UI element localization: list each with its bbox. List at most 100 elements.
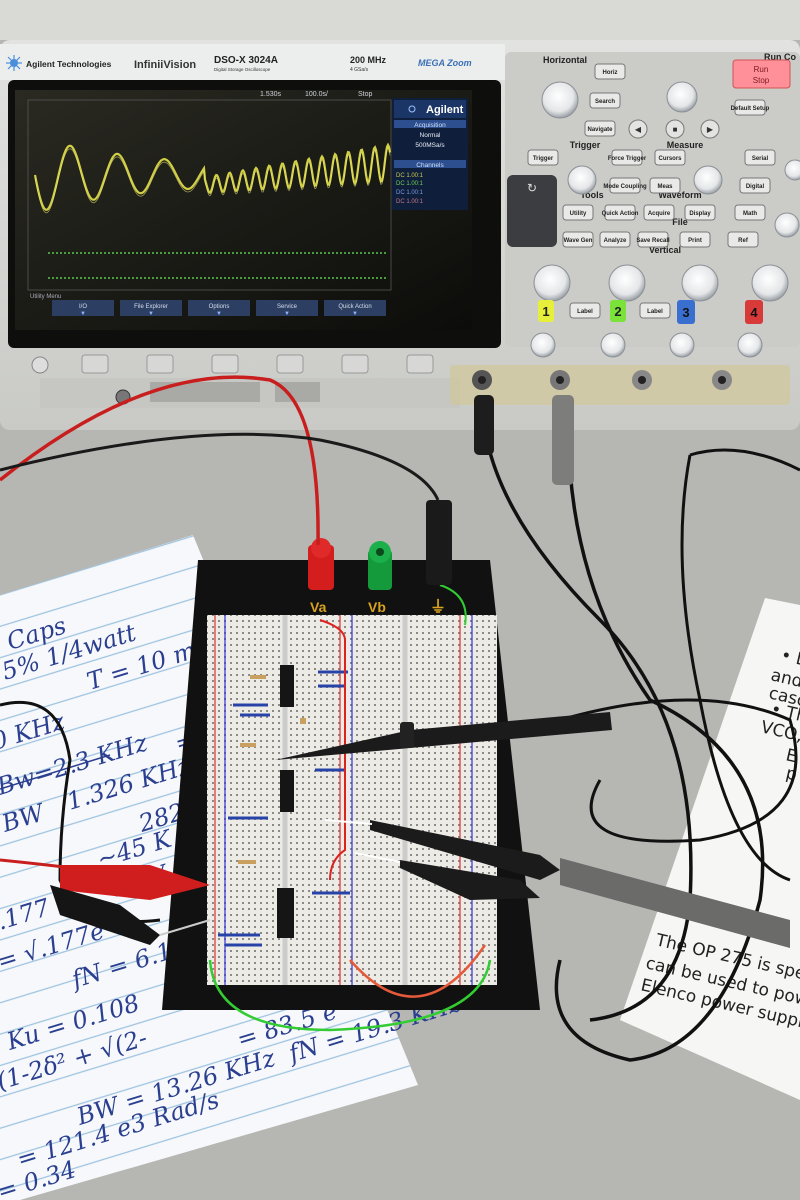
save-recall-button[interactable]: Save Recall xyxy=(636,231,670,248)
trigger-level-knob[interactable] xyxy=(567,165,597,195)
ch1-offset-knob[interactable] xyxy=(530,332,556,358)
default-setup-button[interactable]: Default Setup xyxy=(731,99,770,116)
softkey-button[interactable] xyxy=(276,354,304,374)
nav-stop-icon: ■ xyxy=(673,125,678,134)
softkey-button[interactable] xyxy=(81,354,109,374)
measure-section-label: Measure xyxy=(667,140,704,150)
analyze-button[interactable]: Analyze xyxy=(599,231,631,248)
usb-slot xyxy=(150,382,260,402)
vertical-knob[interactable] xyxy=(784,159,800,181)
label-button[interactable]: Label xyxy=(639,302,671,319)
mode-coupling-button[interactable]: Mode Coupling xyxy=(603,177,647,194)
back-button[interactable] xyxy=(31,356,49,374)
display-button[interactable]: Display xyxy=(684,204,716,221)
label-strip xyxy=(0,44,505,80)
nav-left-icon: ◀ xyxy=(635,125,642,134)
softkey-menu: I/O▼File Explorer▼Options▼Service▼Quick … xyxy=(52,300,386,317)
softkey-button[interactable] xyxy=(211,354,239,374)
trigger-btn-button[interactable]: Trigger xyxy=(527,149,559,166)
va-binding-post[interactable] xyxy=(308,538,334,590)
channels-header: Channels xyxy=(416,162,444,169)
channel1-waveform-glow xyxy=(34,147,391,214)
button-label: Utility xyxy=(570,211,587,217)
agilent-logo-icon xyxy=(6,55,22,71)
softkey-3[interactable]: Service▼ xyxy=(256,300,318,317)
run-stop-button[interactable]: Run Stop xyxy=(732,59,791,89)
softkey-4[interactable]: Quick Action▼ xyxy=(324,300,386,317)
ground-binding-post[interactable] xyxy=(426,500,452,585)
ch2-offset-knob[interactable] xyxy=(600,332,626,358)
nav-arrow-button[interactable]: ◀ xyxy=(628,119,648,139)
softkey-label: File Explorer xyxy=(134,304,168,310)
button-label: Display xyxy=(689,211,711,217)
channel1-bnc[interactable] xyxy=(472,370,492,390)
measure-knob[interactable] xyxy=(693,165,723,195)
softkey-button[interactable] xyxy=(146,354,174,374)
arrow-down-icon: ▼ xyxy=(216,311,222,317)
nav-arrow-button[interactable]: ■ xyxy=(665,119,685,139)
trigger-section-label: Trigger xyxy=(570,140,601,150)
force-trigger-button[interactable]: Force Trigger xyxy=(608,149,647,166)
wave-gen-button[interactable]: Wave Gen xyxy=(562,231,594,248)
breadboard-kit: Va Vb ⏚ xyxy=(162,500,540,1032)
probe1-cable xyxy=(483,429,693,1022)
button-label: Default Setup xyxy=(731,106,770,112)
button-label: Navigate xyxy=(587,127,613,133)
channel4-bnc[interactable] xyxy=(712,370,732,390)
run-control-label: Run Co xyxy=(764,52,796,62)
acquire-button[interactable]: Acquire xyxy=(643,204,675,221)
series-label: InfiniiVision xyxy=(134,59,196,71)
red-banana-lead xyxy=(0,375,320,546)
digital-button[interactable]: Digital xyxy=(739,177,771,194)
ref-button[interactable]: Ref xyxy=(727,231,759,248)
channel3-label[interactable]: 3 xyxy=(677,300,695,324)
horizontal-scale-knob[interactable] xyxy=(541,81,579,119)
cursors-button[interactable]: Cursors xyxy=(654,149,686,166)
quick-action-button[interactable]: Quick Action xyxy=(602,204,639,221)
print-button[interactable]: Print xyxy=(679,231,711,248)
acquisition-mode: Normal xyxy=(420,132,442,139)
channel2-label[interactable]: 2 xyxy=(610,300,626,322)
utility-button[interactable]: Utility xyxy=(562,204,594,221)
ch3-scale-knob[interactable] xyxy=(681,264,719,302)
analyze-knob[interactable] xyxy=(774,212,800,238)
brand-label: Agilent Technologies xyxy=(26,59,112,69)
softkey-2[interactable]: Options▼ xyxy=(188,300,250,317)
vb-binding-post[interactable] xyxy=(368,541,392,590)
navigate-button[interactable]: Navigate xyxy=(584,120,616,137)
vb-label: Vb xyxy=(368,599,386,615)
meas-button[interactable]: Meas xyxy=(649,177,681,194)
ch4-offset-knob[interactable] xyxy=(737,332,763,358)
softkey-button[interactable] xyxy=(406,354,434,374)
channel3-bnc[interactable] xyxy=(632,370,652,390)
probe2-cable xyxy=(554,469,765,1062)
time-reference: 1.530s xyxy=(260,91,282,98)
math-button[interactable]: Math xyxy=(734,204,766,221)
channel4-label[interactable]: 4 xyxy=(745,300,763,324)
ch2-scale-knob[interactable] xyxy=(608,264,646,302)
horiz-button[interactable]: Horiz xyxy=(594,63,626,80)
probe-1[interactable] xyxy=(275,712,612,760)
jumper-wires xyxy=(218,670,350,947)
search-button[interactable]: Search xyxy=(589,92,621,109)
softkey-0[interactable]: I/O▼ xyxy=(52,300,114,317)
label-button[interactable]: Label xyxy=(569,302,601,319)
probe-2[interactable] xyxy=(370,820,790,948)
red-alligator-clip[interactable] xyxy=(60,865,210,900)
ch1-scale-knob[interactable] xyxy=(533,264,571,302)
channel1-label[interactable]: 1 xyxy=(538,300,554,322)
softkey-1[interactable]: File Explorer▼ xyxy=(120,300,182,317)
black-alligator-clip[interactable] xyxy=(50,885,211,945)
ch4-scale-knob[interactable] xyxy=(751,264,789,302)
acquisition-header: Acquisition xyxy=(414,122,446,129)
serial-button[interactable]: Serial xyxy=(744,149,776,166)
horizontal-position-knob[interactable] xyxy=(666,81,698,113)
arrow-down-icon: ▼ xyxy=(284,311,290,317)
menu-title: Utility Menu xyxy=(30,294,61,300)
channel2-bnc[interactable] xyxy=(550,370,570,390)
ch3-offset-knob[interactable] xyxy=(669,332,695,358)
nav-arrow-button[interactable]: ▶ xyxy=(700,119,720,139)
probe-3[interactable] xyxy=(400,860,540,900)
softkey-button[interactable] xyxy=(341,354,369,374)
channel2-coupling: DC 1.00:1 xyxy=(396,181,424,187)
